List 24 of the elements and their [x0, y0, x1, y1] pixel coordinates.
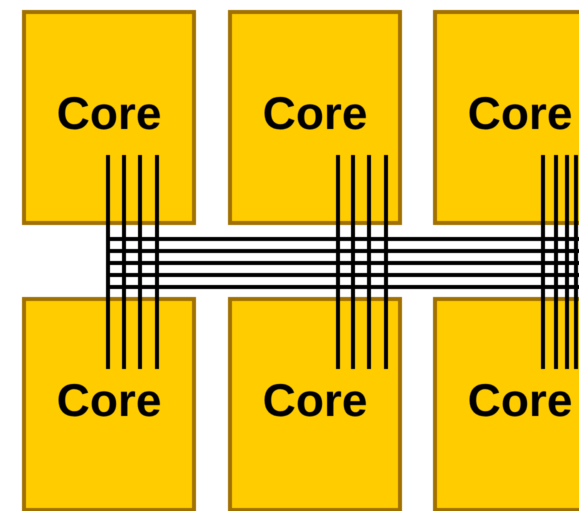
wire: [155, 155, 159, 369]
core-box: [433, 10, 579, 225]
core-box: [22, 10, 196, 225]
core-label: Core: [262, 377, 368, 423]
wire: [336, 155, 340, 369]
wire: [122, 155, 126, 369]
wire: [351, 155, 355, 369]
wire: [367, 155, 371, 369]
wire: [138, 155, 142, 369]
core-box: [228, 297, 402, 511]
core-box: [22, 297, 196, 511]
core-label: Core: [466, 90, 574, 136]
core-label: Core: [466, 377, 574, 423]
wire: [384, 155, 388, 369]
core-box: [433, 297, 579, 511]
wire: [106, 155, 110, 369]
core-label: Core: [262, 90, 368, 136]
wire: [554, 155, 558, 369]
wire: [565, 155, 569, 369]
wire: [541, 155, 545, 369]
core-label: Core: [56, 90, 162, 136]
core-box: [228, 10, 402, 225]
wire: [574, 155, 578, 369]
core-label: Core: [56, 377, 162, 423]
